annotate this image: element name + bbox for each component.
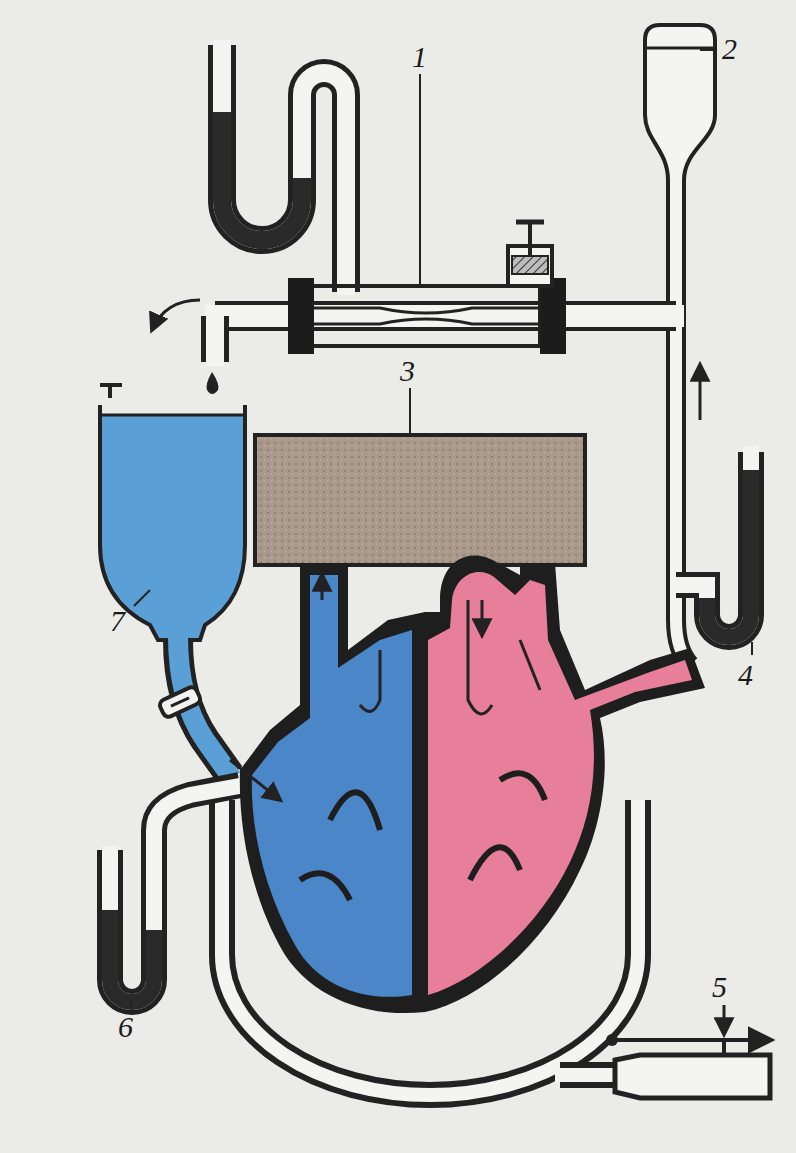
manometer-4 — [670, 446, 751, 637]
manometer-6 — [110, 785, 245, 1002]
resistance-tube — [152, 222, 684, 394]
lung-box — [255, 435, 585, 565]
callout-number: 4 — [738, 660, 753, 690]
reservoir-7 — [100, 385, 245, 778]
tambour — [606, 1005, 770, 1098]
callout-number: 6 — [118, 1012, 133, 1042]
manometer-top — [222, 40, 346, 295]
callout-number: 2 — [722, 34, 737, 64]
callout-number: 3 — [400, 356, 415, 386]
callout-number: 1 — [412, 42, 427, 72]
reservoir-2 — [645, 25, 715, 665]
heart — [230, 555, 705, 1013]
callout-number: 7 — [110, 606, 125, 636]
leader-lines — [131, 50, 752, 1008]
callout-number: 5 — [712, 972, 727, 1002]
